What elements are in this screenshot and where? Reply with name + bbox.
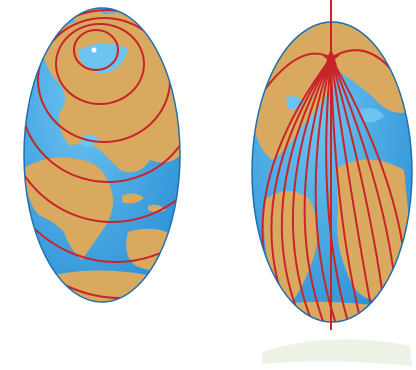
background-watermark <box>262 339 412 366</box>
right-globe <box>252 0 412 330</box>
left-globe-center-star <box>92 48 97 53</box>
left-globe <box>0 0 262 310</box>
